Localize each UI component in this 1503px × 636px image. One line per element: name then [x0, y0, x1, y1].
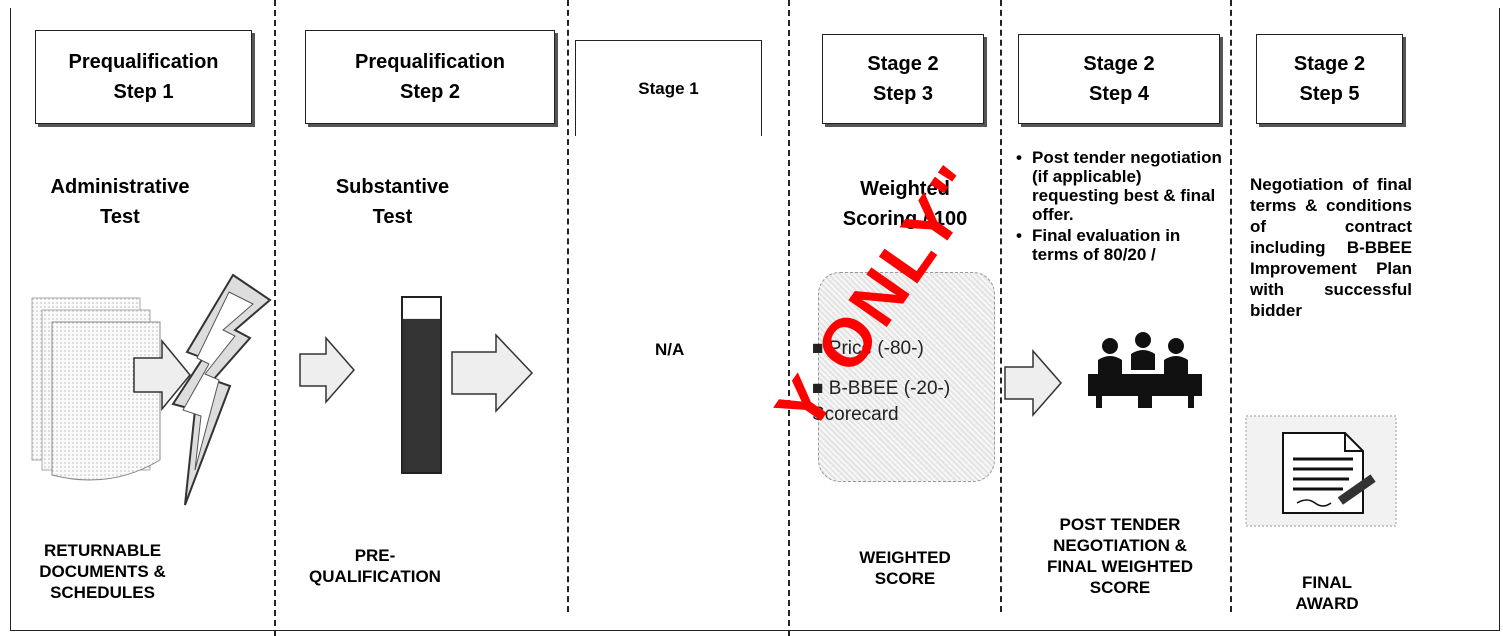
- weighted-scoring-label: Weighted Scoring / 100: [842, 178, 968, 230]
- separator: [1230, 0, 1232, 612]
- contract-signing-icon: [1245, 415, 1397, 527]
- separator: [1000, 0, 1002, 612]
- separator: [567, 0, 569, 612]
- header-line: Step 5: [1299, 83, 1360, 105]
- documents-stack-icon: [31, 297, 161, 481]
- header-line: Stage 2: [867, 53, 939, 75]
- header-line: Prequalification: [354, 51, 506, 73]
- header-line: Step 1: [113, 81, 174, 103]
- final-negotiation-text: Negotiation of final terms & conditions …: [1250, 175, 1412, 320]
- diagram-frame: [10, 8, 1500, 631]
- header-line: Prequalification: [68, 51, 219, 73]
- list-item: Post tender negotiation (if applicable) …: [1014, 148, 1224, 224]
- header-line: Stage 2: [1083, 53, 1155, 75]
- header-prequalification-step-1: Prequalification Step 1: [35, 30, 252, 124]
- score-item-scorecard: Scorecard: [812, 404, 899, 425]
- substantive-test-label: Substantive Test: [335, 176, 450, 228]
- header-stage-2-step-4: Stage 2 Step 4: [1018, 34, 1220, 124]
- header-line: Stage 2: [1293, 53, 1366, 75]
- header-stage-2-step-3: Stage 2 Step 3: [822, 34, 984, 124]
- separator: [788, 0, 790, 636]
- score-item-bbbee: ■ B-BBEE (-20-): [812, 378, 951, 399]
- separator: [274, 0, 276, 636]
- administrative-test-label: Administrative Test: [50, 176, 190, 228]
- stage-1-not-applicable: N/A: [655, 340, 685, 359]
- header-prequalification-step-2: Prequalification Step 2: [305, 30, 555, 124]
- weighted-score-label: WEIGHTED SCORE: [859, 548, 951, 588]
- final-award-label: FINAL AWARD: [1295, 573, 1359, 613]
- header-line: Step 4: [1088, 83, 1150, 105]
- header-line: Step 2: [399, 81, 461, 103]
- list-item: Final evaluation in terms of 80/20 /: [1014, 226, 1224, 264]
- header-stage-2-step-5: Stage 2 Step 5: [1256, 34, 1403, 124]
- header-stage-1: Stage 1: [575, 40, 762, 136]
- arrow-right-icon: [299, 336, 355, 404]
- pre-qualification-label: PRE- QUALIFICATION: [309, 546, 441, 586]
- meeting-table-icon: [1088, 332, 1202, 408]
- header-line: Step 3: [872, 83, 934, 105]
- arrow-right-icon: [1004, 349, 1062, 417]
- arrow-right-icon: [133, 338, 191, 412]
- post-tender-label: POST TENDER NEGOTIATION & FINAL WEIGHTED…: [1046, 515, 1194, 597]
- progress-bar-icon: [401, 296, 442, 474]
- lightning-bolt-icon: [171, 273, 272, 506]
- scorecard-panel: [818, 272, 995, 482]
- score-item-price: ■ Price (-80-): [812, 338, 924, 359]
- returnable-documents-label: RETURNABLE DOCUMENTS & SCHEDULES: [39, 541, 166, 602]
- arrow-right-icon: [451, 333, 534, 413]
- step-4-bullet-list: Post tender negotiation (if applicable) …: [1014, 148, 1224, 266]
